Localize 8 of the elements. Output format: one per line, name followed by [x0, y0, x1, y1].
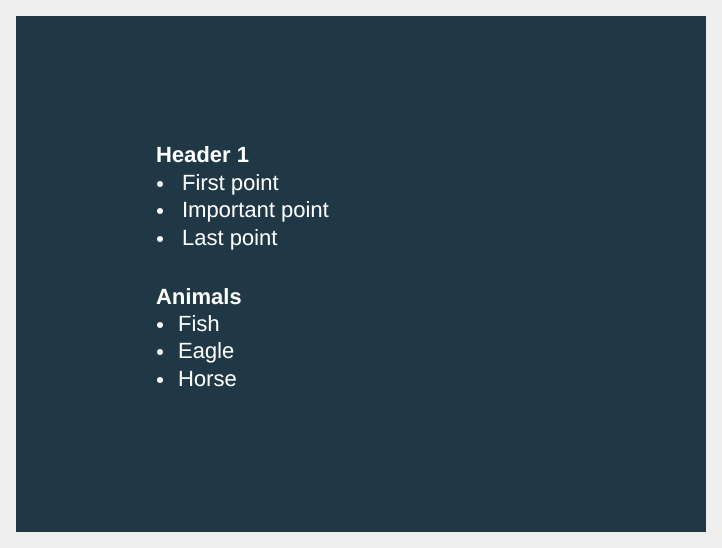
list-item: Eagle [178, 337, 234, 365]
list-item: Important point [182, 196, 329, 224]
section-heading: Header 1 [156, 141, 249, 169]
list-item: Fish [178, 310, 220, 338]
list-item: First point [182, 169, 279, 197]
section-heading: Animals [156, 283, 242, 311]
list-item: Last point [182, 224, 278, 252]
list-item: Horse [178, 365, 237, 393]
